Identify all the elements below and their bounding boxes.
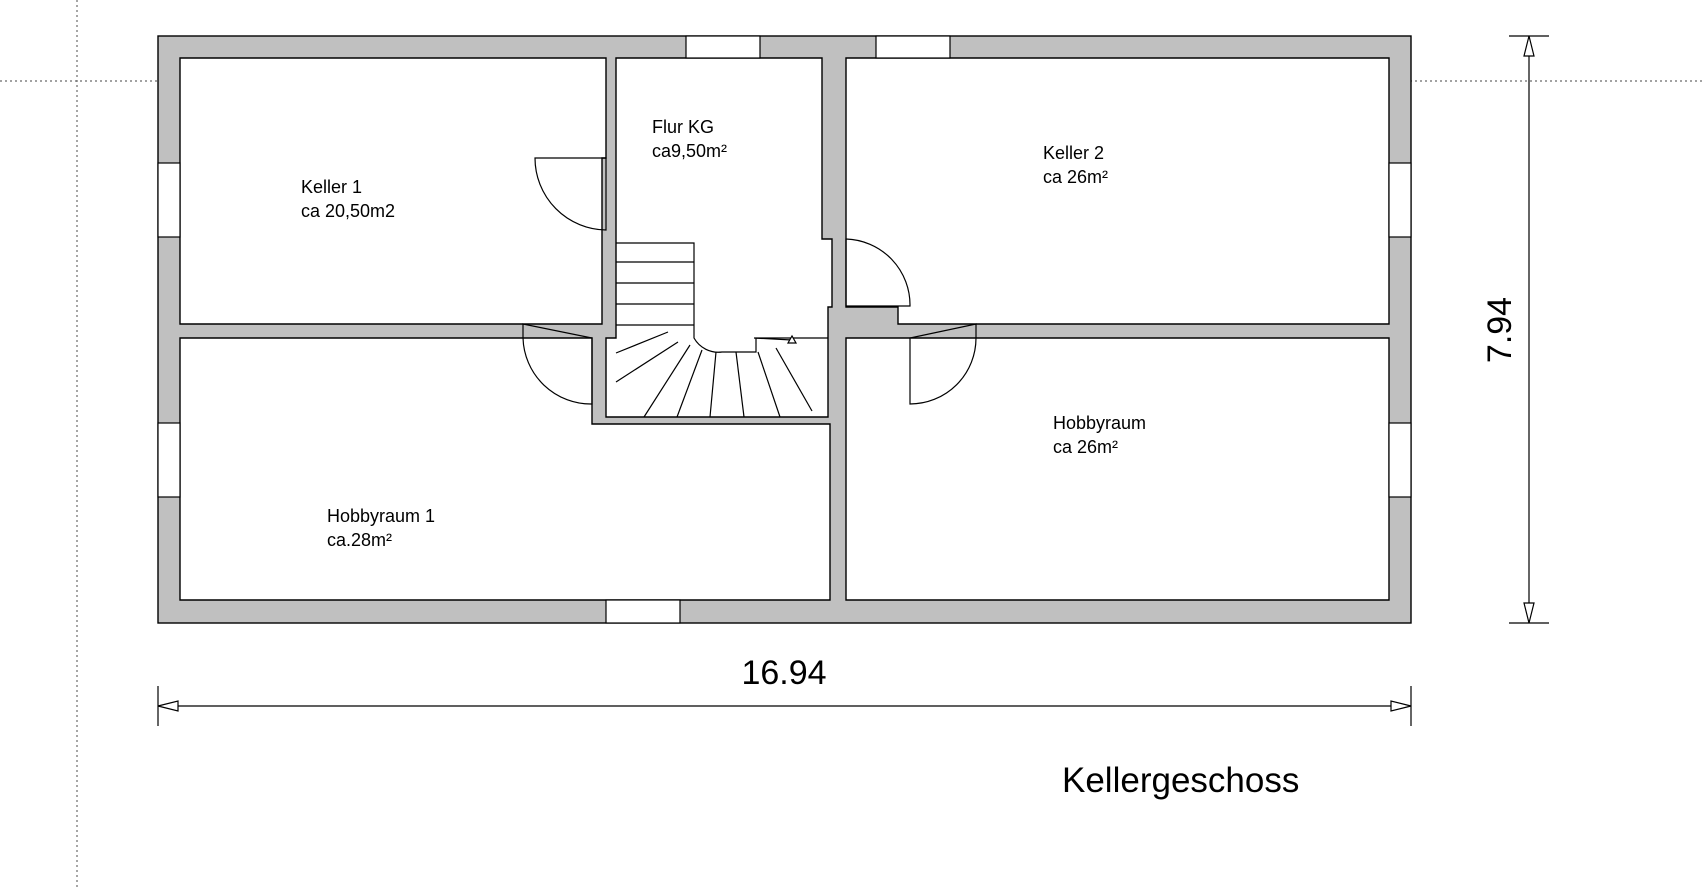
room-area-hobbyraum: ca 26m²	[1053, 437, 1118, 457]
width-dimension-label: 16.94	[741, 654, 826, 692]
window-top-flur	[685, 35, 761, 59]
room-keller-2	[845, 57, 1390, 325]
height-dimension-line	[1509, 35, 1549, 624]
drawing-title: Kellergeschoss	[1062, 761, 1299, 800]
room-name-keller-1: Keller 1	[301, 177, 362, 197]
window-left-hobbyraum-1	[157, 422, 181, 498]
room-keller-1	[179, 57, 607, 325]
room-area-keller-2: ca 26m²	[1043, 167, 1108, 187]
window-right-hobbyraum	[1388, 422, 1412, 498]
door-hobbyraum-1	[522, 323, 593, 405]
window-left-keller-1	[157, 162, 181, 238]
door-keller-2	[845, 238, 911, 307]
room-name-keller-2: Keller 2	[1043, 143, 1104, 163]
room-name-hobbyraum-1: Hobbyraum 1	[327, 506, 435, 526]
room-name-flur-kg: Flur KG	[652, 117, 714, 137]
door-keller-1	[534, 157, 607, 231]
window-bottom-hobbyraum-1	[605, 599, 681, 624]
room-name-hobbyraum: Hobbyraum	[1053, 413, 1146, 433]
room-area-hobbyraum-1: ca.28m²	[327, 530, 392, 550]
room-hobbyraum	[845, 337, 1390, 601]
width-dimension-line	[157, 686, 1412, 726]
height-dimension-label: 7.94	[1481, 297, 1519, 363]
window-right-keller-2	[1388, 162, 1412, 238]
room-area-keller-1: ca 20,50m2	[301, 201, 395, 221]
staircase	[615, 242, 828, 418]
room-area-flur-kg: ca9,50m²	[652, 141, 727, 161]
window-top-keller-2	[875, 35, 951, 59]
room-flur-kg	[605, 57, 833, 418]
door-hobbyraum	[909, 323, 977, 405]
